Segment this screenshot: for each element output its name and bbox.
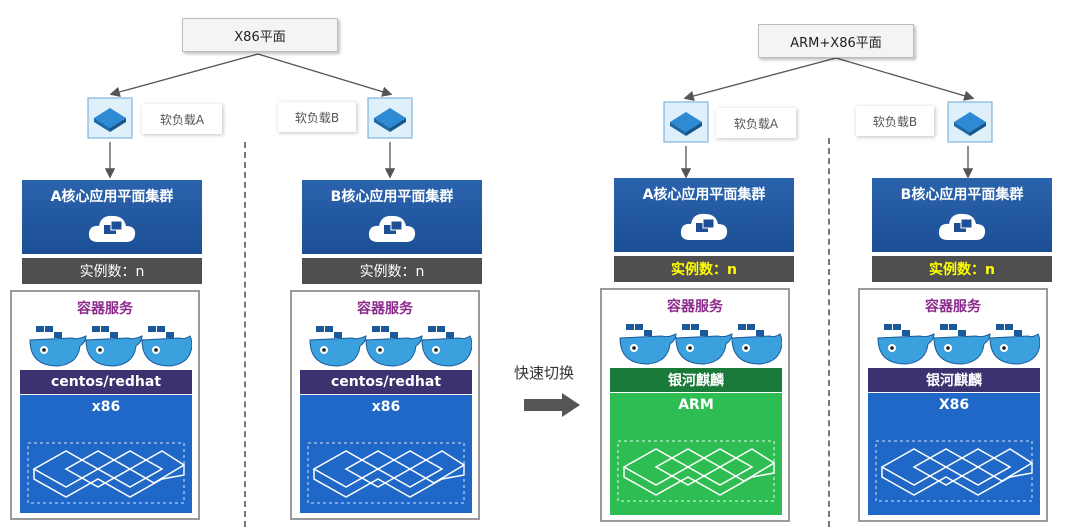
cluster-title: A核心应用平面集群: [50, 189, 174, 205]
hardware-block: X86: [868, 393, 1040, 515]
load-balancer-icon: [87, 97, 133, 139]
docker-whale-icon: [877, 324, 1040, 365]
server-rack-icon: [307, 442, 466, 504]
switch-label: 快速切换: [514, 364, 575, 382]
right-arrow-icon: [524, 393, 580, 417]
cluster-title: A核心应用平面集群: [642, 187, 766, 203]
lb-label-a: 软负载A: [142, 104, 222, 134]
lb-label-b-right: 软负载B: [856, 106, 934, 136]
hardware-block: x86: [300, 395, 472, 513]
container-frame: 容器服务 centos/redhat x86: [290, 290, 480, 520]
hardware-label: x86: [91, 399, 121, 415]
container-service-title: 容器服务: [925, 299, 981, 315]
hardware-block: x86: [20, 395, 192, 513]
cloud-icon: [938, 213, 986, 240]
load-balancer-icon: [367, 97, 413, 139]
cloud-icon: [88, 215, 136, 242]
container-frame: 容器服务 银河麒麟 X86: [858, 288, 1048, 522]
load-balancer-icon: [663, 101, 709, 143]
plane-label-arm-x86: ARM+X86平面: [758, 24, 914, 58]
container-frame: 容器服务 银河麒麟 ARM: [600, 288, 790, 522]
docker-whale-icon: [619, 324, 782, 365]
cluster-a-right: A核心应用平面集群: [614, 178, 794, 252]
container-service-title: 容器服务: [667, 299, 723, 315]
hardware-block: ARM: [610, 393, 782, 515]
server-rack-icon: [617, 440, 776, 502]
cluster-title: B核心应用平面集群: [330, 189, 454, 205]
container-service-title: 容器服务: [77, 301, 133, 317]
instance-count: 实例数：n: [872, 256, 1052, 282]
instance-count: 实例数：n: [22, 258, 202, 284]
hardware-label: ARM: [678, 397, 714, 413]
connector-right-b: [835, 57, 975, 101]
hardware-label: X86: [938, 397, 970, 413]
cloud-icon: [680, 213, 728, 240]
cluster-title: B核心应用平面集群: [900, 187, 1024, 203]
os-bar: centos/redhat: [300, 370, 472, 394]
lb-label-b: 软负载B: [278, 102, 356, 132]
connector-right-a: [683, 57, 837, 102]
os-bar: 银河麒麟: [610, 368, 782, 392]
load-balancer-icon: [947, 101, 993, 143]
os-bar: centos/redhat: [20, 370, 192, 394]
instance-count: 实例数：n: [302, 258, 482, 284]
container-service-title: 容器服务: [357, 301, 413, 317]
server-rack-icon: [27, 442, 186, 504]
plane-label-x86: X86平面: [182, 18, 338, 52]
divider-left: [244, 142, 246, 527]
divider-right: [828, 138, 830, 527]
docker-whale-icon: [29, 326, 192, 367]
cluster-b: B核心应用平面集群: [302, 180, 482, 254]
server-rack-icon: [875, 440, 1034, 502]
cloud-icon: [368, 215, 416, 242]
os-bar: 银河麒麟: [868, 368, 1040, 392]
connector-left-a: [109, 53, 259, 97]
cluster-a: A核心应用平面集群: [22, 180, 202, 254]
connector-left-b: [257, 53, 393, 97]
lb-label-a-right: 软负载A: [716, 108, 796, 138]
instance-count: 实例数：n: [614, 256, 794, 282]
docker-whale-icon: [309, 326, 472, 367]
hardware-label: x86: [371, 399, 401, 415]
cluster-b-right: B核心应用平面集群: [872, 178, 1052, 252]
container-frame: 容器服务 centos/redhat x86: [10, 290, 200, 520]
